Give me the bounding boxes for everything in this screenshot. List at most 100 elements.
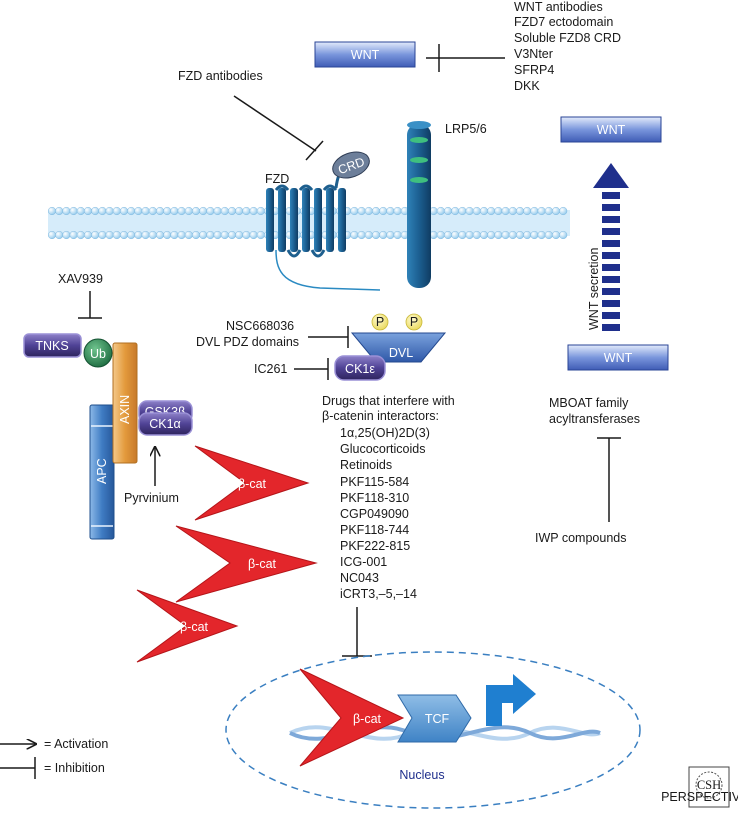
lipid-head [350,230,359,240]
lrp-label: LRP5/6 [445,122,487,136]
wnt-intracellular [567,344,669,371]
lipid-head [184,230,193,240]
legend-inhibition-label: = Inhibition [44,761,105,775]
lipid-head [83,206,93,216]
lipid-head [69,230,78,240]
fzd-loops-bottom [286,249,326,258]
mboat-label: acyltransferases [549,412,640,426]
lipid-head [350,206,359,216]
lipid-head [443,206,453,216]
drug-item: Retinoids [340,458,392,472]
pyrvinium-label: Pyrvinium [124,491,179,505]
lipid-head [119,206,129,216]
lipid-head [242,230,251,240]
wnt-ligand-top-label: WNT [351,48,380,62]
wnt-inhibitor-item: FZD7 ectodomain [514,15,613,29]
apc-label: APC [95,458,109,484]
axin-label: AXIN [118,395,132,424]
lipid-head [544,206,553,216]
lipid-head [148,230,157,240]
lipid-head [508,230,517,240]
drug-item: ICG-001 [340,555,387,569]
axin-protein [112,342,138,464]
lipid-head [91,206,100,216]
lipid-head [127,206,136,216]
lipid-head [119,230,129,240]
lipid-head [530,206,539,216]
lipid-head [371,206,381,216]
wnt-intracellular-label: WNT [604,351,633,365]
fzd-helix [314,188,322,252]
lipid-head [213,206,222,216]
lipid-head [76,206,85,216]
lipid-head [47,206,57,216]
fzd-helix [338,188,346,252]
lipid-head [69,206,78,216]
lipid-head [559,206,568,216]
drugs-heading: Drugs that interfere with [322,394,455,408]
lipid-head [472,230,481,240]
beta-catenin-2 [175,525,318,603]
drug-item: PKF118-744 [340,523,409,537]
fzd-helix [290,188,298,252]
secretion-arrowhead [593,163,629,188]
fzd-label: FZD [265,172,289,186]
lipid-head [357,206,366,216]
lipid-head [458,230,467,240]
lrp-top [407,121,431,129]
tcf-label: TCF [425,712,450,726]
secretion-dash [602,324,620,331]
lipid-head [184,206,193,216]
lipid-head [227,230,237,240]
lrp-motif [410,157,428,163]
lipid-head [242,206,251,216]
wnt-inhibitor-item: V3Nter [514,47,553,61]
fzd-helix [278,188,286,252]
ck1e-label: CK1ε [345,362,375,376]
tcf-protein [397,694,472,743]
lipid-head [62,206,71,216]
lipid-head [487,230,496,240]
ic261-label: IC261 [254,362,287,376]
lipid-head [170,230,179,240]
wnt-inhibitor-item: WNT antibodies [514,0,603,14]
secretion-dash [602,276,620,283]
lipid-head [98,206,107,216]
crd-domain [332,151,370,179]
lipid-head [105,230,114,240]
drug-item: NC043 [340,571,379,585]
beta-catenin-2-label: β-cat [248,557,277,571]
ck1a-label: CK1α [149,417,181,431]
lipid-head [47,230,57,240]
secretion-dash [602,192,620,199]
lipid-head [134,206,143,216]
nucleus-envelope [225,651,641,809]
lipid-head [199,206,208,216]
secretion-dash [602,240,620,247]
lipid-head [127,230,136,240]
lipid-head [206,206,215,216]
lipid-head [364,230,373,240]
drug-item: CGP049090 [340,507,409,521]
lipid-head [227,206,237,216]
lipid-head [177,230,186,240]
ck1a-protein [138,412,193,436]
tnks-protein [23,333,82,358]
lipid-head [249,206,258,216]
lipid-head [451,230,460,240]
lipid-head [451,206,460,216]
lipid-head [530,230,539,240]
lipid-head [436,206,445,216]
lipid-head [163,206,172,216]
xav939-label: XAV939 [58,272,103,286]
lipid-head [551,206,561,216]
beta-catenin-3-label: β-cat [180,620,209,634]
wnt-inhibitor-item: SFRP4 [514,63,554,77]
wnt-secreted [560,116,662,143]
apc-protein [89,404,115,540]
lipid-head [148,206,157,216]
lipid-head [479,206,489,216]
lipid-head [155,206,165,216]
transcription-start-arrow [486,674,536,726]
